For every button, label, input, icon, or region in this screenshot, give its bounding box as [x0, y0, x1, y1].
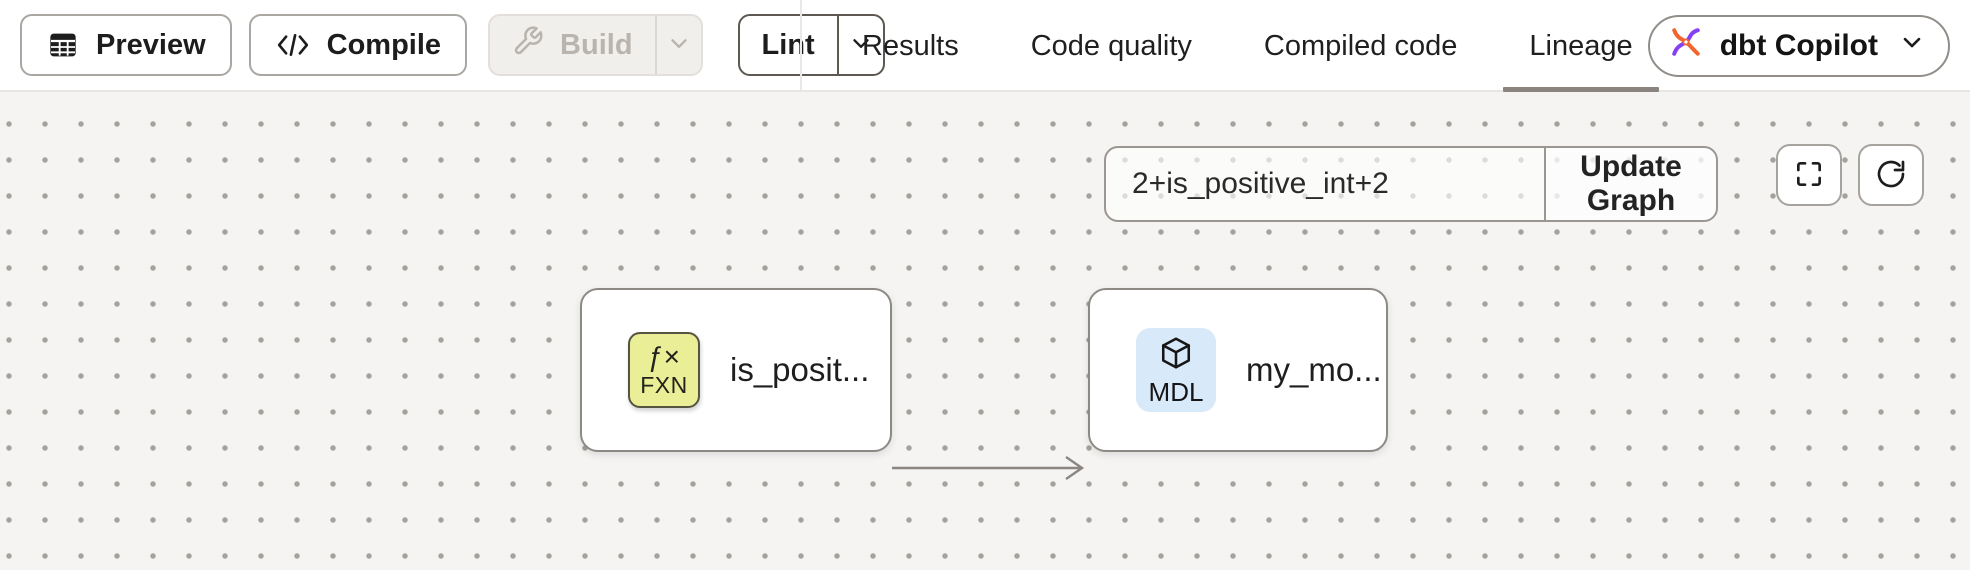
lineage-canvas[interactable]: Update Graph ƒ× FXN is_ [0, 92, 1970, 570]
lineage-node-model[interactable]: MDL my_mo... [1088, 288, 1388, 452]
tab-compiled-code[interactable]: Compiled code [1238, 0, 1483, 92]
editor-toolbar: Preview Compile Build [0, 0, 885, 90]
tab-results[interactable]: Results [836, 0, 985, 92]
build-button[interactable]: Build [490, 16, 655, 74]
tab-lineage-label: Lineage [1529, 29, 1633, 62]
cube-icon [1158, 335, 1194, 376]
function-badge: ƒ× FXN [628, 332, 700, 408]
tab-compiled-code-label: Compiled code [1263, 29, 1458, 62]
compile-button[interactable]: Compile [248, 14, 468, 76]
update-graph-button[interactable]: Update Graph [1544, 148, 1716, 220]
lint-split-button: Lint [737, 14, 885, 76]
editor-header: Preview Compile Build [0, 0, 1970, 92]
tab-code-quality-label: Code quality [1030, 29, 1192, 62]
build-dropdown-toggle[interactable] [654, 16, 701, 74]
table-icon [46, 29, 80, 61]
tab-lineage[interactable]: Lineage [1503, 0, 1659, 92]
function-node-label: is_posit... [730, 351, 870, 388]
refresh-icon [1875, 158, 1907, 193]
build-button-label: Build [560, 28, 633, 61]
fullscreen-icon [1793, 158, 1825, 193]
dbt-copilot-icon [1666, 22, 1706, 70]
lint-button[interactable]: Lint [740, 16, 837, 74]
lineage-node-function[interactable]: ƒ× FXN is_posit... [580, 288, 892, 452]
model-node-label: my_mo... [1246, 351, 1382, 388]
fullscreen-button[interactable] [1776, 144, 1842, 206]
chevron-down-icon [666, 30, 692, 61]
lineage-selector-bar: Update Graph [1104, 146, 1718, 222]
tab-code-quality[interactable]: Code quality [1005, 0, 1218, 92]
model-badge-tag: MDL [1148, 376, 1204, 407]
function-badge-tag: FXN [640, 372, 688, 398]
build-split-button: Build [488, 14, 703, 76]
update-graph-label: Update Graph [1580, 150, 1682, 217]
tab-results-label: Results [862, 29, 959, 62]
model-badge: MDL [1136, 328, 1216, 412]
lint-dropdown-toggle[interactable] [836, 16, 883, 74]
active-tab-underline [1503, 87, 1659, 92]
chevron-down-icon [1898, 28, 1926, 64]
toolbar-tabs-divider [800, 0, 802, 90]
dbt-copilot-label: dbt Copilot [1719, 29, 1878, 62]
lint-button-label: Lint [761, 28, 815, 61]
wrench-icon [512, 25, 544, 65]
function-fx-glyph: ƒ× [648, 341, 680, 372]
preview-button[interactable]: Preview [20, 14, 232, 76]
refresh-graph-button[interactable] [1858, 144, 1924, 206]
dbt-copilot-button[interactable]: dbt Copilot [1647, 15, 1950, 77]
preview-button-label: Preview [96, 28, 206, 61]
result-pane-tabs: Results Code quality Compiled code Linea… [836, 0, 1659, 92]
compile-button-label: Compile [326, 28, 442, 61]
lineage-selector-input[interactable] [1106, 148, 1544, 220]
code-icon [275, 30, 311, 60]
chevron-down-icon [848, 30, 874, 61]
lineage-edge [892, 456, 1085, 480]
